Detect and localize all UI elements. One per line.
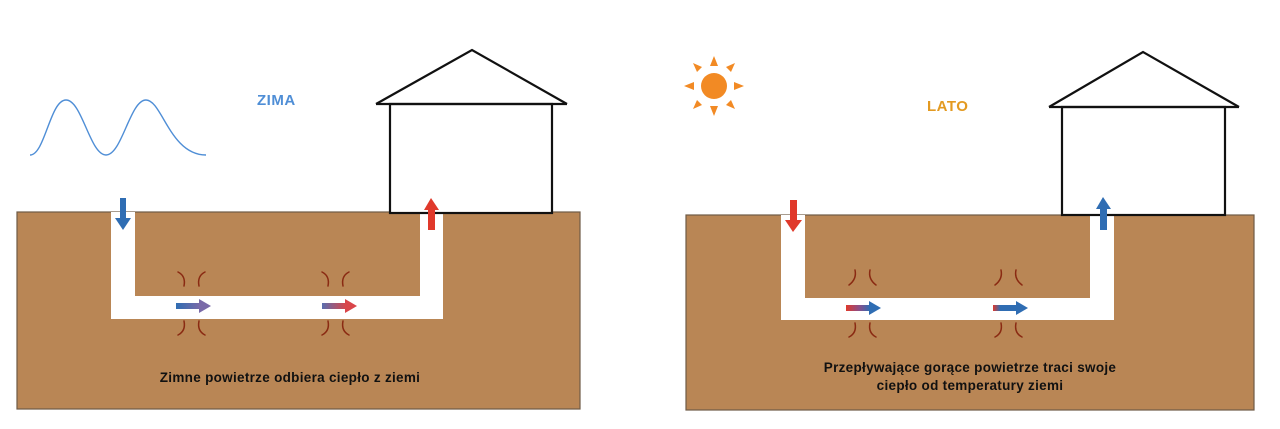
winter-pipe-arrow-2 — [322, 299, 357, 313]
heat-curl-icon — [177, 271, 350, 336]
summer-title: LATO — [927, 98, 969, 115]
winter-panel — [16, 48, 581, 410]
heat-curl-icon — [848, 269, 1023, 338]
summer-outlet-arrow — [1096, 197, 1111, 230]
winter-title: ZIMA — [257, 92, 296, 109]
winter-house — [375, 48, 568, 215]
winter-caption: Zimne powietrze odbiera ciepło z ziemi — [159, 370, 421, 385]
winter-pipe-arrow-1 — [176, 299, 211, 313]
summer-panel — [684, 50, 1255, 411]
summer-inlet-arrow — [785, 200, 802, 232]
cold-wave-icon — [29, 99, 207, 156]
summer-house — [1048, 50, 1240, 217]
winter-inlet-arrow — [115, 198, 131, 230]
summer-caption-line-1: Przepływające gorące powietrze traci swo… — [823, 360, 1117, 375]
summer-pipe — [781, 215, 1114, 320]
summer-pipe-arrow-2 — [993, 301, 1028, 315]
summer-caption-line-2: ciepło od temperatury ziemi — [876, 378, 1064, 393]
winter-pipe — [111, 212, 443, 319]
summer-pipe-arrow-1 — [846, 301, 881, 315]
sun-icon — [684, 56, 744, 116]
winter-outlet-arrow — [424, 198, 439, 230]
